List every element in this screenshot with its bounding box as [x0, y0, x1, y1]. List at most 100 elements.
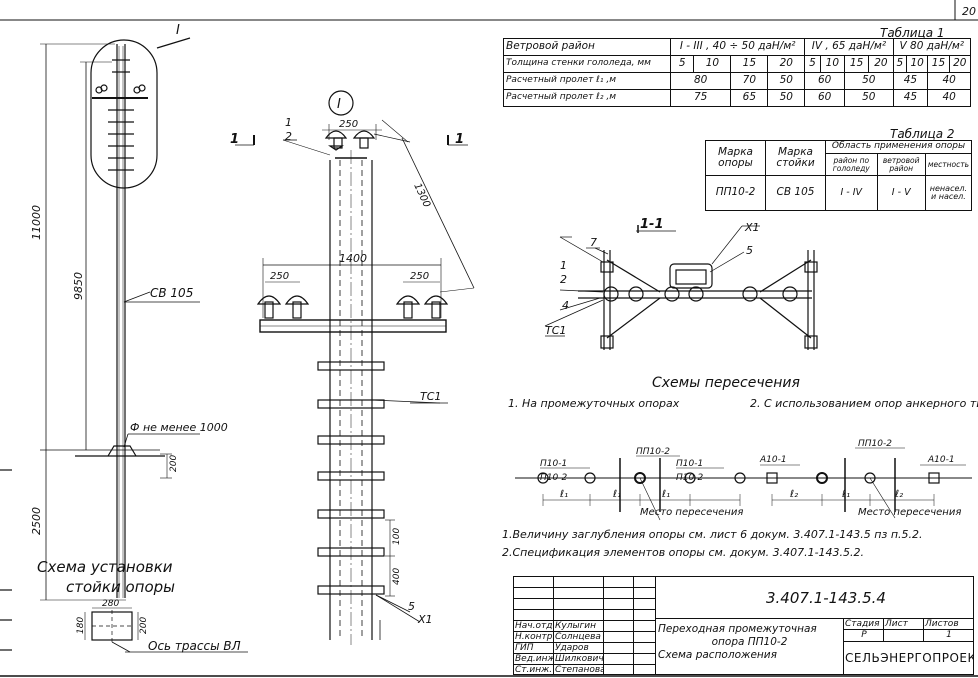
install-title-1: Схема установки	[37, 558, 173, 576]
t1-head-1: I - III , 40 ÷ 50 даН/м²	[669, 38, 806, 56]
stamp-cell	[634, 610, 656, 621]
sec-callout-tc1: ТС1	[545, 324, 566, 337]
pole-ref-label: I	[176, 23, 180, 38]
t1-cell: 10	[906, 55, 929, 73]
scheme2-a101: А10-1	[759, 455, 787, 465]
stamp-role: Вед.инж.	[514, 654, 554, 665]
stamp-cell	[634, 599, 656, 610]
t1-cell: 60	[804, 72, 845, 90]
stamp-date	[634, 643, 656, 654]
t2-h-sub-0: район по гололеду	[825, 153, 878, 176]
t1-cell: 65	[730, 89, 769, 107]
scheme2-a101b: А10-1	[927, 455, 955, 465]
stamp-date	[634, 665, 656, 675]
scheme2-l2a: ℓ₂	[790, 489, 798, 500]
t1-cell: 70	[730, 72, 769, 90]
t2-area: ненасел. и насел.	[924, 175, 973, 211]
t1-row2-label: Расчетный пролет ℓ₂ ,м	[503, 89, 671, 107]
t1-cell: 40	[927, 89, 971, 107]
t1-cell: 50	[767, 72, 806, 90]
axis-label: Ось трассы ВЛ	[148, 639, 241, 653]
note-1: 1.Величину заглубления опоры см. лист 6 …	[502, 528, 923, 541]
scheme1-l1c: ℓ₁	[662, 489, 670, 500]
page-number: 20	[962, 5, 976, 18]
stamp-name: Шилкович	[554, 654, 604, 665]
stamp-date	[634, 632, 656, 643]
table2-title: Таблица 2	[890, 127, 955, 141]
scheme2-place: Место пересечения	[858, 507, 961, 518]
stamp-title-line-1: Переходная промежуточная	[658, 623, 817, 635]
stamp-cell	[604, 610, 634, 621]
stamp-cell	[514, 577, 554, 588]
dim-180: 180	[76, 617, 86, 634]
stamp-cell	[604, 577, 634, 588]
scheme2-l2b: ℓ₂	[895, 489, 903, 500]
scheme1-l1b: ℓ₁	[613, 489, 621, 500]
dim-1300: 1300	[411, 182, 432, 210]
t1-cell: 75	[669, 89, 732, 107]
t1-cell: 45	[892, 72, 929, 90]
stamp-cell	[514, 599, 554, 610]
scheme1-p101b: П10-1	[676, 459, 703, 469]
height-9850: 9850	[72, 272, 85, 300]
t1-cell: 20	[868, 55, 894, 73]
stamp-cell	[604, 588, 634, 599]
stamp-h-sheet: Лист	[884, 619, 924, 630]
stamp-cell	[514, 588, 554, 599]
stamp-title-line-2: опора ПП10-2	[711, 636, 788, 648]
scheme1-l1a: ℓ₁	[560, 489, 568, 500]
stamp-h-stage: Стадия	[844, 619, 884, 630]
stamp-doc-code: 3.407.1-143.5.4	[656, 577, 973, 619]
scheme1-place: Место пересечения	[640, 507, 743, 518]
t1-cell: 15	[730, 55, 769, 73]
stamp-v-sheets: 1	[924, 630, 973, 642]
scheme2-pp102: ПП10-2	[858, 439, 892, 449]
dim-250-top: 250	[339, 119, 358, 130]
t1-cell: 10	[693, 55, 732, 73]
section-1-1-label: 1-1	[640, 217, 664, 232]
dim-1400: 1400	[339, 252, 367, 265]
t1-cell: 60	[804, 89, 845, 107]
scheme1-p102b: П10-2	[676, 473, 703, 483]
stamp-v-stage: Р	[844, 630, 884, 642]
pole-type-label: СВ 105	[150, 286, 193, 300]
stamp-cell	[514, 610, 554, 621]
tc1-label: ТС1	[420, 390, 441, 403]
stamp-cell	[554, 588, 604, 599]
scheme1-pp102: ПП10-2	[636, 447, 670, 457]
section-mark-right: 1	[455, 132, 464, 147]
stamp-cell	[554, 610, 604, 621]
schemes-title: Схемы пересечения	[652, 375, 800, 391]
t2-h-mark-post: Марка стойки	[765, 140, 826, 176]
t2-h-sub-1: ветровой район	[876, 153, 926, 176]
dim-280: 280	[102, 599, 119, 609]
callout-5: 5	[408, 600, 415, 613]
table-1: Ветровой район I - III , 40 ÷ 50 даН/м² …	[503, 38, 972, 107]
stamp-cell	[604, 599, 634, 610]
sec-callout-7: 7	[590, 236, 597, 249]
sec-callout-4: 4	[562, 299, 569, 312]
t1-cell: 40	[927, 72, 971, 90]
stamp-name: Степанова	[555, 665, 604, 675]
stamp-title: Переходная промежуточная опора ПП10-2 Сх…	[656, 619, 844, 675]
sec-callout-5: 5	[746, 244, 753, 257]
t1-cell: 5	[892, 55, 908, 73]
t1-cell: 50	[843, 89, 894, 107]
callout-2: 2	[285, 130, 292, 143]
install-title-2: стойки опоры	[66, 578, 175, 596]
stamp-role: Нач.отд.	[514, 621, 554, 632]
stamp-role: Ст.инж.	[515, 665, 554, 675]
sec-callout-1: 1	[560, 259, 567, 272]
stamp-date	[634, 621, 656, 632]
stamp-h-sheets: Листов	[924, 619, 973, 630]
dim-250-right: 250	[410, 271, 429, 282]
t1-head-2: IV , 65 даН/м²	[804, 38, 894, 56]
t1-head-3: V 80 даН/м²	[892, 38, 972, 56]
height-11000: 11000	[30, 205, 43, 240]
stamp-signature	[604, 654, 634, 665]
dim-200-ground: 200	[169, 455, 179, 472]
t2-h-sub-2: местность	[924, 153, 973, 176]
callout-x1: Х1	[417, 613, 433, 626]
